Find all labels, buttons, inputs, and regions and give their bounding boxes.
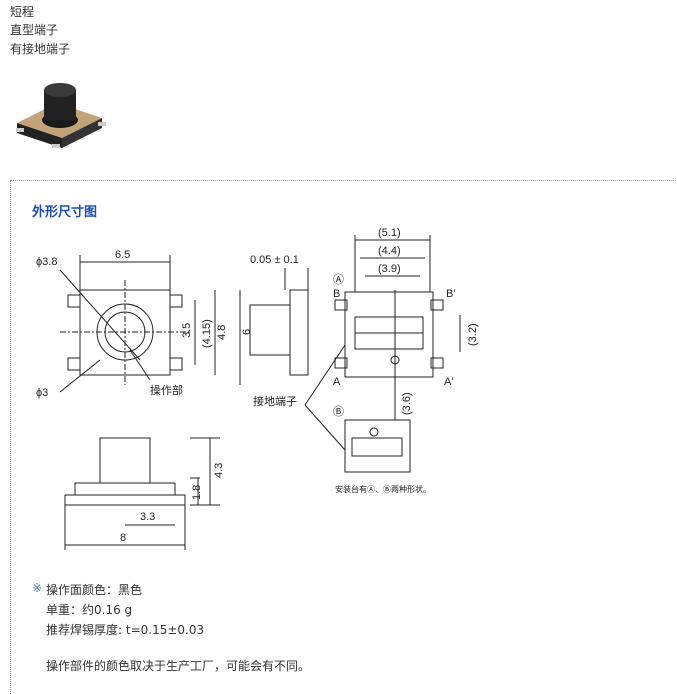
dim-4-4: (4.4)	[378, 245, 401, 257]
dim-0-05: 0.05 ± 0.1	[250, 254, 299, 266]
label-actuator: 操作部	[150, 383, 183, 397]
dim-4-15: (4.15)	[201, 319, 213, 348]
product-photo	[16, 83, 106, 148]
label-circle-a: Ⓐ	[333, 273, 344, 286]
dim-3-3: 3.3	[140, 511, 155, 523]
dim-3-6: (3.6)	[401, 392, 413, 415]
feature-short-stroke: 短程	[10, 5, 35, 19]
note-color: 操作面颜色：黑色	[46, 583, 143, 597]
dim-3-9: (3.9)	[378, 263, 401, 275]
label-mount-note: 安装台有Ⓐ、Ⓑ两种形状。	[335, 484, 431, 494]
dim-6: 6	[241, 329, 253, 335]
dim-phi-3-8: ϕ3.8	[36, 256, 57, 268]
note-solder: 推荐焊锡厚度: t=0.15±0.03	[46, 623, 205, 637]
note-weight: 单重：约0.16 g	[46, 603, 133, 617]
bottom-view-b	[344, 419, 411, 473]
dim-5-1: (5.1)	[378, 227, 401, 239]
front-view	[64, 437, 220, 550]
dim-phi-3: ϕ3	[36, 387, 48, 399]
dim-4-8: 4.8	[216, 325, 228, 340]
dim-6-5: 6.5	[115, 249, 130, 261]
dim-3-2: (3.2)	[467, 323, 479, 346]
dim-8: 8	[120, 532, 126, 544]
label-a-prime: A'	[444, 376, 453, 388]
side-view	[249, 268, 309, 376]
label-ground-terminal: 接地端子	[253, 395, 297, 408]
top-view	[59, 255, 241, 393]
section-title: 外形尺寸图	[32, 205, 98, 220]
note-mark: ※	[32, 581, 43, 595]
label-b-prime: B'	[446, 288, 455, 300]
dim-1-8: 1.8	[191, 485, 203, 500]
feature-straight-terminal: 直型端子	[10, 23, 59, 37]
dimension-section	[10, 180, 677, 694]
dim-4-3: 4.3	[213, 463, 225, 478]
label-circle-b: Ⓑ	[333, 405, 344, 418]
note-remark: 操作部件的颜色取决于生产工厂，可能会有不同。	[46, 659, 311, 673]
dim-3-5: 3.5	[181, 323, 193, 338]
label-a: A	[333, 376, 341, 388]
bottom-view-a	[304, 235, 461, 451]
label-b: B	[333, 288, 340, 300]
feature-ground-terminal: 有接地端子	[10, 42, 71, 56]
